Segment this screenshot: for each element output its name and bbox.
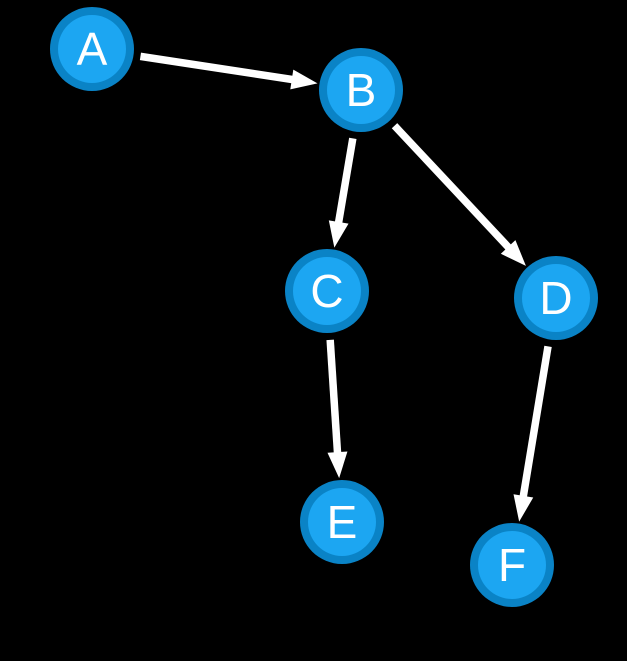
graph-node-C[interactable]: C xyxy=(285,249,369,333)
graph-edge-A-B xyxy=(139,52,318,90)
graph-edge-B-C xyxy=(328,137,357,248)
graph-node-E[interactable]: E xyxy=(300,480,384,564)
node-body xyxy=(478,531,546,599)
edge-line-D-F xyxy=(519,345,552,499)
graph-node-D[interactable]: D xyxy=(514,256,598,340)
edge-line-C-E xyxy=(326,339,342,455)
graph-edge-D-F xyxy=(513,345,552,522)
node-body xyxy=(327,56,395,124)
arrowhead-icon xyxy=(327,451,348,479)
graph-edge-C-E xyxy=(326,339,348,479)
edge-line-A-B xyxy=(139,52,295,84)
arrowhead-icon xyxy=(290,69,318,90)
node-body xyxy=(308,488,376,556)
node-body xyxy=(293,257,361,325)
node-body xyxy=(58,15,126,83)
edge-line-B-D xyxy=(391,123,513,251)
graph-node-B[interactable]: B xyxy=(319,48,403,132)
edge-line-B-C xyxy=(334,137,357,225)
arrowhead-icon xyxy=(328,220,349,248)
graph-node-F[interactable]: F xyxy=(470,523,554,607)
graph-edge-B-D xyxy=(391,123,526,266)
graph-node-A[interactable]: A xyxy=(50,7,134,91)
arrowhead-icon xyxy=(500,240,526,266)
arrowhead-icon xyxy=(513,494,534,522)
node-body xyxy=(522,264,590,332)
